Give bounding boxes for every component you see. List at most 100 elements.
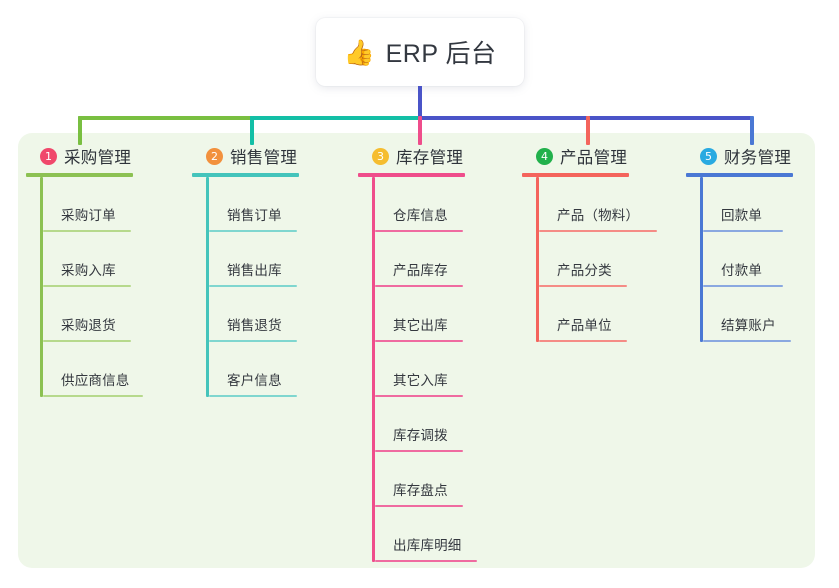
column-items-caiwu: 回款单付款单结算账户 bbox=[686, 177, 793, 342]
menu-item-rule bbox=[43, 340, 131, 342]
column-header-caigou[interactable]: 1 采购管理 bbox=[26, 144, 133, 168]
menu-item-rule bbox=[209, 395, 297, 397]
menu-item-rule bbox=[209, 285, 297, 287]
menu-item[interactable]: 采购退货 bbox=[43, 287, 133, 342]
menu-item[interactable]: 采购入库 bbox=[43, 232, 133, 287]
menu-item-rule bbox=[375, 285, 463, 287]
connector-drop-col-5 bbox=[750, 116, 754, 145]
column-chanpin: 4 产品管理产品（物料） 产品分类产品单位 bbox=[522, 144, 657, 342]
menu-item-rule bbox=[375, 560, 477, 562]
menu-item-label: 采购退货 bbox=[61, 318, 116, 333]
menu-item-rule bbox=[539, 230, 657, 232]
menu-item[interactable]: 付款单 bbox=[703, 232, 793, 287]
menu-item-label: 出库库明细 bbox=[393, 538, 462, 553]
menu-item-label: 销售订单 bbox=[227, 208, 282, 223]
menu-item-rule bbox=[703, 340, 791, 342]
connector-bus-green bbox=[78, 116, 252, 120]
column-underline bbox=[686, 173, 793, 177]
menu-item-rule bbox=[43, 395, 143, 397]
menu-item-label: 仓库信息 bbox=[393, 208, 448, 223]
menu-item-rule bbox=[209, 230, 297, 232]
column-spine bbox=[206, 177, 209, 397]
menu-item[interactable]: 客户信息 bbox=[209, 342, 299, 397]
menu-item[interactable]: 结算账户 bbox=[703, 287, 793, 342]
menu-item[interactable]: 产品单位 bbox=[539, 287, 639, 342]
column-underline bbox=[358, 173, 465, 177]
connector-drop-col-2 bbox=[250, 116, 254, 145]
column-spine bbox=[536, 177, 539, 342]
column-title: 库存管理 bbox=[396, 149, 464, 167]
connector-bus-teal bbox=[250, 116, 420, 120]
diagram-background-panel bbox=[18, 133, 815, 568]
column-header-caiwu[interactable]: 5 财务管理 bbox=[686, 144, 793, 168]
connector-drop-col-3 bbox=[418, 116, 422, 145]
menu-item-label: 产品分类 bbox=[557, 263, 612, 278]
menu-item-label: 其它出库 bbox=[393, 318, 448, 333]
column-spine bbox=[372, 177, 375, 562]
menu-item[interactable]: 产品库存 bbox=[375, 232, 465, 287]
menu-item-label: 采购入库 bbox=[61, 263, 116, 278]
menu-item[interactable]: 销售退货 bbox=[209, 287, 299, 342]
column-title: 产品管理 bbox=[560, 149, 628, 167]
connector-drop-col-1 bbox=[78, 116, 82, 145]
menu-item[interactable]: 其它出库 bbox=[375, 287, 465, 342]
menu-item[interactable]: 库存调拨 bbox=[375, 397, 465, 452]
menu-item[interactable]: 产品分类 bbox=[539, 232, 639, 287]
menu-item-label: 结算账户 bbox=[721, 318, 776, 333]
menu-item[interactable]: 产品（物料） bbox=[539, 177, 657, 232]
menu-item-rule bbox=[375, 340, 463, 342]
menu-item-label: 回款单 bbox=[721, 208, 763, 223]
column-caigou: 1 采购管理采购订单采购入库采购退货供应商信息 bbox=[26, 144, 143, 397]
menu-item-label: 产品（物料） bbox=[557, 208, 640, 223]
number-badge-icon: 2 bbox=[206, 147, 223, 165]
column-underline bbox=[192, 173, 299, 177]
thumbs-up-icon: 👍 bbox=[343, 38, 375, 67]
column-spine bbox=[40, 177, 43, 397]
menu-item[interactable]: 采购订单 bbox=[43, 177, 133, 232]
menu-item-rule bbox=[375, 230, 463, 232]
menu-item-label: 采购订单 bbox=[61, 208, 116, 223]
menu-item-label: 供应商信息 bbox=[61, 373, 130, 388]
connector-drop-col-4 bbox=[586, 116, 590, 145]
column-header-kucun[interactable]: 3 库存管理 bbox=[358, 144, 465, 168]
menu-item[interactable]: 供应商信息 bbox=[43, 342, 143, 397]
root-node[interactable]: 👍 ERP 后台 bbox=[316, 18, 524, 86]
menu-item-label: 其它入库 bbox=[393, 373, 448, 388]
connector-bus-purple bbox=[418, 116, 752, 120]
menu-item-rule bbox=[375, 505, 463, 507]
column-header-chanpin[interactable]: 4 产品管理 bbox=[522, 144, 639, 168]
menu-item[interactable]: 销售出库 bbox=[209, 232, 299, 287]
menu-item[interactable]: 仓库信息 bbox=[375, 177, 465, 232]
number-badge-icon: 5 bbox=[700, 147, 717, 165]
menu-item[interactable]: 其它入库 bbox=[375, 342, 465, 397]
menu-item-rule bbox=[539, 285, 627, 287]
column-title: 财务管理 bbox=[724, 149, 792, 167]
number-badge-icon: 4 bbox=[536, 147, 553, 165]
column-underline bbox=[26, 173, 133, 177]
connector-root-stem bbox=[418, 86, 422, 120]
column-underline bbox=[522, 173, 629, 177]
menu-item-rule bbox=[703, 285, 783, 287]
column-title: 采购管理 bbox=[64, 149, 132, 167]
menu-item-rule bbox=[375, 395, 463, 397]
menu-item-label: 客户信息 bbox=[227, 373, 282, 388]
number-badge-icon: 3 bbox=[372, 147, 389, 165]
menu-item[interactable]: 库存盘点 bbox=[375, 452, 465, 507]
menu-item[interactable]: 销售订单 bbox=[209, 177, 299, 232]
menu-item-rule bbox=[43, 285, 131, 287]
menu-item-label: 销售退货 bbox=[227, 318, 282, 333]
column-items-xiaoshou: 销售订单销售出库销售退货客户信息 bbox=[192, 177, 299, 397]
menu-item-label: 库存盘点 bbox=[393, 483, 448, 498]
number-badge-icon: 1 bbox=[40, 147, 57, 165]
menu-item-rule bbox=[209, 340, 297, 342]
menu-item-label: 产品单位 bbox=[557, 318, 612, 333]
column-items-kucun: 仓库信息产品库存其它出库其它入库库存调拨库存盘点出库库明细 bbox=[358, 177, 477, 562]
column-spine bbox=[700, 177, 703, 342]
menu-item[interactable]: 回款单 bbox=[703, 177, 793, 232]
menu-item-rule bbox=[375, 450, 463, 452]
menu-item-label: 付款单 bbox=[721, 263, 763, 278]
menu-item-label: 库存调拨 bbox=[393, 428, 448, 443]
menu-item[interactable]: 出库库明细 bbox=[375, 507, 477, 562]
